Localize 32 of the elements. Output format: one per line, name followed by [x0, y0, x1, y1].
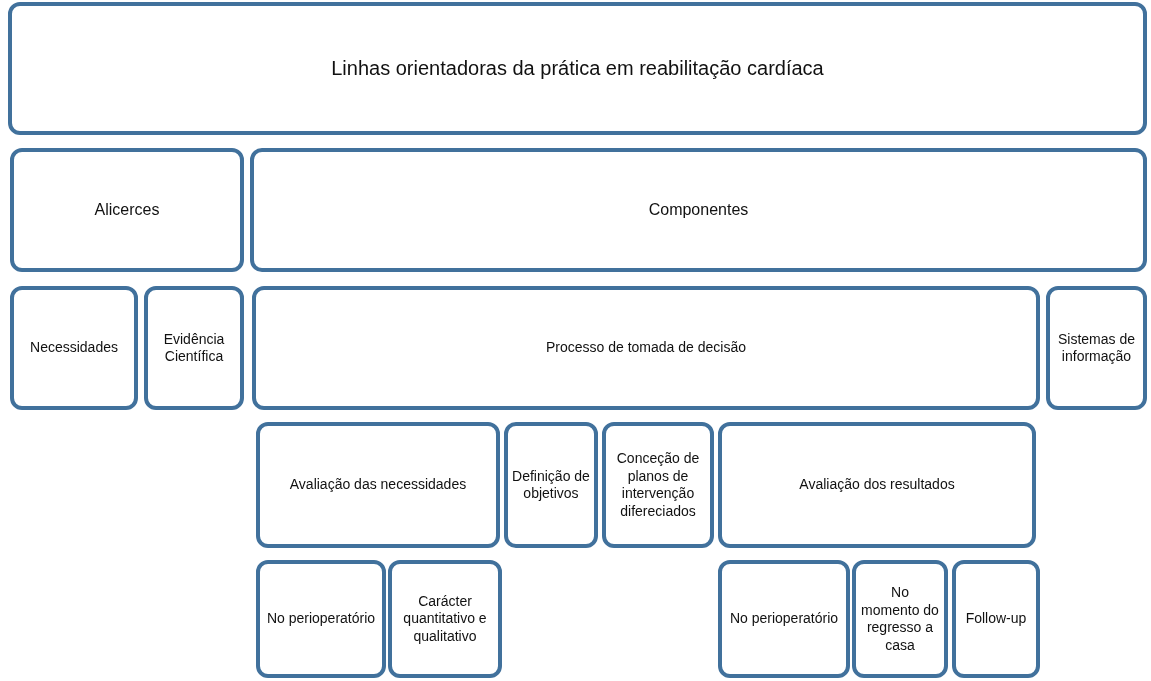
box-label: Sistemas de informação — [1056, 330, 1136, 366]
rounded-box — [718, 560, 850, 678]
rounded-box — [256, 422, 500, 548]
box-label: Avaliação das necessidades — [289, 476, 467, 494]
rounded-box — [388, 560, 502, 678]
box-label: Follow-up — [965, 610, 1027, 628]
box-label: Alicerces — [94, 200, 160, 220]
rounded-box — [718, 422, 1036, 548]
box-label: No perioperatório — [729, 610, 839, 628]
rounded-box — [252, 286, 1040, 410]
rounded-box — [256, 560, 386, 678]
rounded-box — [504, 422, 598, 548]
rounded-box — [10, 286, 138, 410]
box-label: Conceção de planos de intervenção difereciados — [615, 450, 701, 520]
rounded-box — [602, 422, 714, 548]
box-label: Definição de objetivos — [512, 467, 590, 503]
box-label: Evidência Científica — [162, 330, 226, 366]
box-label: Carácter quantitativo e qualitativo — [402, 592, 488, 646]
rounded-box — [1046, 286, 1147, 410]
rounded-box — [8, 2, 1147, 135]
box-label: Linhas orientadoras da prática em reabilitação cardíaca — [331, 56, 824, 81]
box-label: Processo de tomada de decisão — [546, 339, 746, 357]
box-label: No perioperatório — [266, 610, 376, 628]
box-label: Necessidades — [30, 339, 118, 357]
rounded-box — [10, 148, 244, 272]
rounded-box — [144, 286, 244, 410]
rounded-box — [250, 148, 1147, 272]
box-label: Componentes — [648, 200, 749, 220]
rounded-box — [852, 560, 948, 678]
rounded-box — [952, 560, 1040, 678]
box-label: Avaliação dos resultados — [799, 476, 955, 494]
box-label: No momento do regresso a casa — [860, 584, 940, 654]
